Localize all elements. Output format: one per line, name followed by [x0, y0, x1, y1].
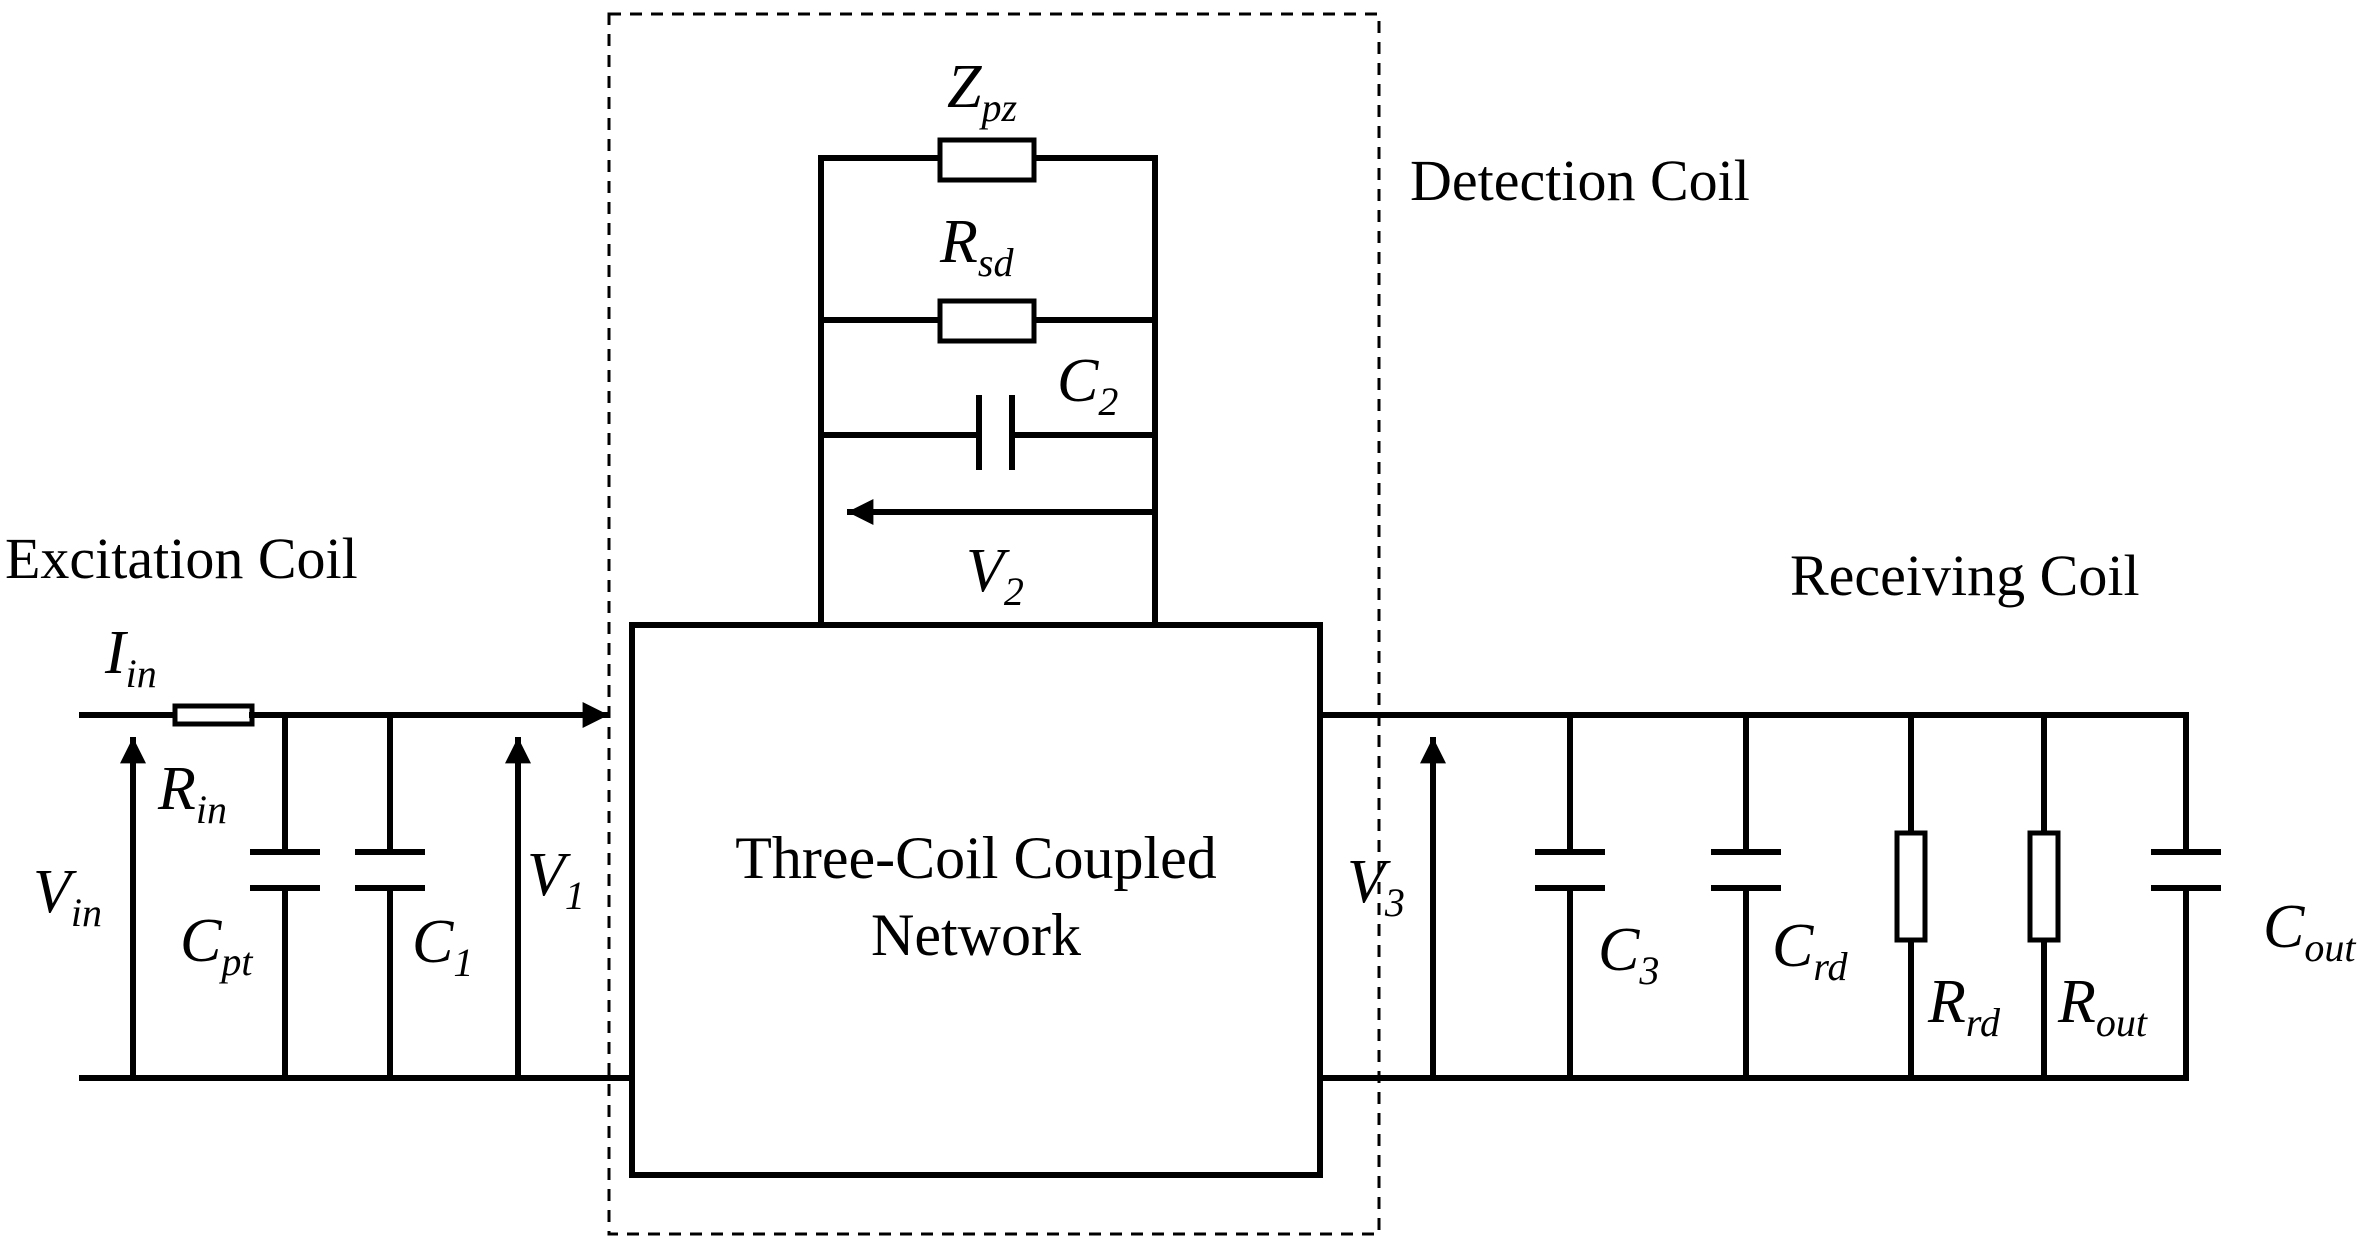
receiving-circuit	[1317, 712, 2221, 1081]
label-c1: C1	[412, 908, 473, 985]
detection-circuit	[818, 137, 1158, 628]
detection-boundary	[607, 12, 1381, 1236]
label-zpz: Zpz	[947, 53, 1017, 130]
label-rin: Rin	[157, 755, 227, 832]
label-v3: V3	[1347, 848, 1405, 925]
receiving-coil-title: Receiving Coil	[1790, 543, 2140, 608]
resistor-rsd	[937, 298, 1037, 344]
resistor-rin	[172, 703, 255, 727]
label-c2: C2	[1057, 347, 1118, 424]
network-block	[629, 622, 1323, 1178]
label-v1: V1	[527, 841, 585, 918]
resistor-rrd	[1894, 830, 1928, 943]
label-vin: Vin	[33, 858, 102, 935]
label-crd: Crd	[1772, 912, 1848, 989]
label-cpt: Cpt	[180, 907, 253, 984]
detection-coil-title: Detection Coil	[1410, 148, 1750, 213]
network-label-line2: Network	[871, 902, 1081, 968]
label-cout: Cout	[2263, 893, 2356, 970]
label-iin: Iin	[104, 619, 157, 696]
resistor-rout	[2027, 830, 2061, 943]
label-c3: C3	[1598, 916, 1659, 993]
label-v2: V2	[966, 537, 1024, 614]
excitation-circuit	[79, 702, 635, 1081]
label-rout: Rout	[2057, 968, 2148, 1045]
network-label-line1: Three-Coil Coupled	[735, 825, 1217, 891]
label-rrd: Rrd	[1927, 968, 2001, 1045]
excitation-coil-title: Excitation Coil	[5, 526, 358, 591]
label-rsd: Rsd	[939, 208, 1014, 285]
resistor-zpz	[937, 137, 1037, 183]
